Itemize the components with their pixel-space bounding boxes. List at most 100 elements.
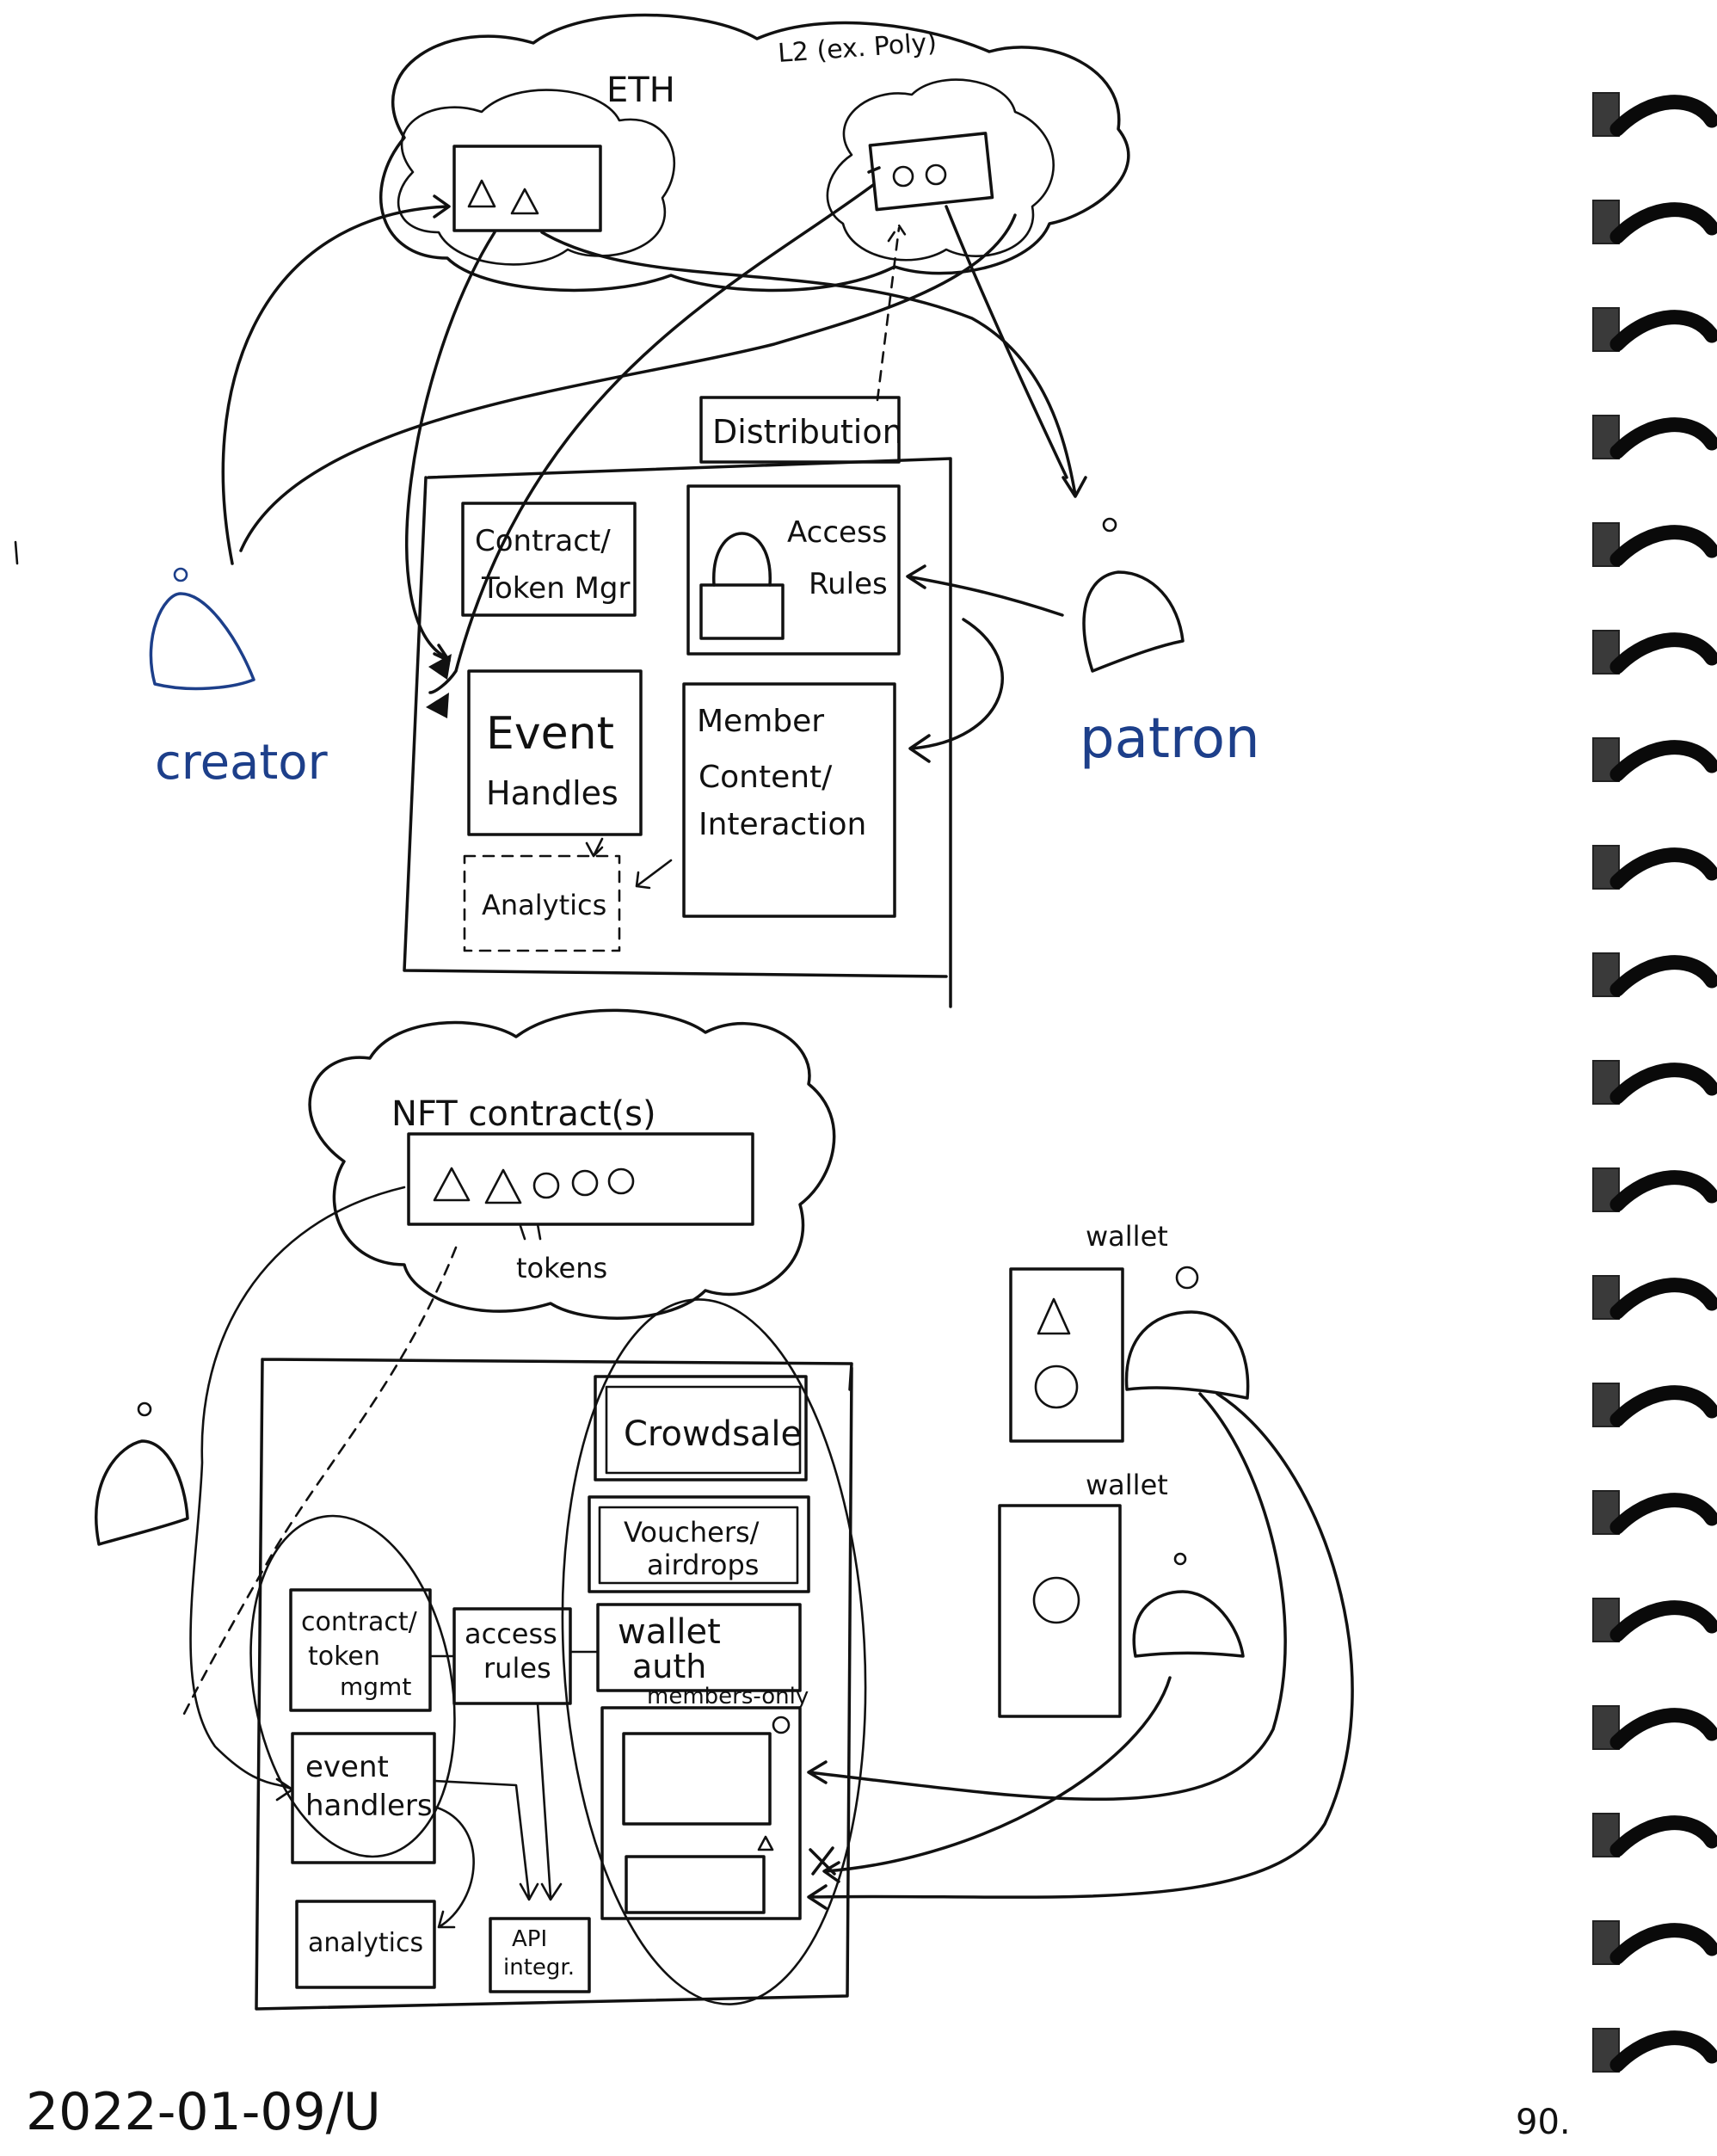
holder2-to-members-arrow: [822, 1676, 1172, 1883]
wallet1-box: [1009, 1267, 1124, 1443]
nft-token-box: [407, 1132, 754, 1226]
eth-cloud: [397, 89, 676, 266]
page-number: 90.: [1516, 2103, 1571, 2142]
arrow-event-to-analytics: [585, 837, 604, 858]
arrowhead: [426, 693, 449, 718]
triangle-token-icon: [1037, 1297, 1071, 1335]
platform-box-top: [403, 457, 952, 1008]
analytics-box: [463, 854, 621, 952]
creator-head: [173, 567, 188, 582]
access-rules-line2: Rules: [809, 567, 888, 601]
holder-body: [1124, 1310, 1250, 1400]
l2-to-patron-arrow: [945, 205, 1068, 479]
crowdsale-box: [594, 1375, 808, 1481]
api-line2: integr.: [503, 1955, 575, 1980]
circle-token-icon: [1034, 1364, 1079, 1409]
circle-token-icon: [571, 1169, 599, 1197]
contract-token-mgmt-box: [289, 1588, 432, 1712]
wallet-auth-line2: auth: [632, 1648, 706, 1685]
contract-token-mgr-box: [461, 502, 637, 617]
user-head: [137, 1401, 152, 1417]
member-content-box: [682, 682, 896, 918]
date-label: 2022-01-09/U: [26, 2082, 381, 2142]
wallet2-label: wallet: [1086, 1469, 1168, 1501]
patron-to-access-arrow: [906, 564, 1064, 617]
triangle-token-icon: [467, 179, 496, 208]
holder-head: [1173, 1552, 1187, 1566]
event-to-analytics-arrow: [433, 1805, 475, 1929]
eth-to-patron-arrow: [540, 231, 1087, 498]
tokens-pointer: [519, 1223, 542, 1241]
event-handlers-bottom-line2: handlers: [305, 1789, 433, 1823]
arrow-member-to-analytics: [635, 859, 673, 890]
distribution-label: Distribution: [712, 413, 903, 451]
access-rules-bottom-line2: rules: [483, 1652, 551, 1685]
api-line1: API: [512, 1926, 547, 1952]
members-only-box: [600, 1706, 802, 1920]
group-ellipse-left: [249, 1514, 456, 1858]
analytics-bottom-label: analytics: [308, 1928, 423, 1958]
nft-to-event-curve: [189, 1186, 406, 1802]
creator-label: creator: [155, 735, 329, 791]
l2-label: L2 (ex. Poly): [777, 28, 938, 69]
holder-head: [1175, 1266, 1199, 1290]
crowdsale-label: Crowdsale: [624, 1414, 802, 1454]
analytics-label: Analytics: [482, 889, 606, 921]
contract-token-mgmt-line2: token: [308, 1642, 380, 1672]
blocked-cross: [809, 1846, 836, 1876]
patron-head: [1102, 517, 1117, 533]
event-handlers-line2: Handles: [486, 774, 618, 812]
event-handlers-line1: Event: [486, 708, 614, 760]
api-integr-box: [489, 1917, 591, 1993]
group-ellipse-right: [561, 1298, 867, 2005]
tokens-label: tokens: [516, 1252, 607, 1284]
margin-mark: [14, 540, 19, 565]
triangle-token-icon: [510, 188, 539, 215]
member-content-line2: Content/: [698, 760, 833, 795]
eth-token-box: [452, 145, 602, 232]
wallet2-box: [998, 1504, 1122, 1718]
wallet-auth-box: [596, 1603, 802, 1692]
nft-to-platform-dashed: [179, 1246, 458, 1722]
holder-to-members-arrow: [807, 1392, 1354, 1910]
patron-label: patron: [1080, 707, 1260, 771]
triangle-token-icon: [484, 1168, 522, 1204]
holder-body: [1132, 1590, 1245, 1658]
access-to-member-arrow: [908, 618, 1004, 763]
circle-token-icon: [892, 165, 914, 188]
vouchers-inner-box: [598, 1506, 799, 1585]
l2-cloud: [826, 78, 1055, 262]
spiral-binding: [1592, 92, 1717, 2073]
circle-token-icon: [925, 163, 947, 186]
access-rules-line1: Access: [787, 515, 887, 550]
nft-cloud: [308, 1008, 836, 1320]
access-rules-bottom-line1: access: [465, 1617, 557, 1650]
event-handlers-box: [467, 669, 643, 836]
circle-token-icon: [532, 1172, 560, 1199]
vouchers-line1: Vouchers/: [624, 1516, 760, 1549]
vouchers-box: [588, 1495, 810, 1593]
distribution-to-l2-dashed: [876, 224, 911, 402]
member-content-line1: Member: [697, 704, 824, 739]
crowdsale-inner-box: [605, 1385, 802, 1475]
circle-token-icon: [772, 1716, 791, 1734]
l2-token-box: [868, 132, 994, 212]
l2-to-event-arrow: [428, 183, 875, 694]
circle-token-icon: [1032, 1576, 1080, 1624]
lock-icon: [712, 532, 772, 587]
analytics-box-bottom: [295, 1900, 436, 1989]
contract-token-mgr-line1: Contract/: [475, 524, 611, 558]
event-handlers-box-bottom: [291, 1732, 436, 1864]
event-to-api-arrow: [433, 1779, 539, 1901]
member-content-slot: [625, 1855, 766, 1914]
platform-box-bottom: [255, 1358, 853, 2011]
contract-token-mgr-line2: Token Mgr: [481, 571, 630, 606]
distribution-box: [699, 396, 901, 464]
user-body: [94, 1439, 189, 1546]
member-content-line3: Interaction: [698, 807, 866, 842]
outer-cloud: [379, 13, 1130, 293]
access-rules-box: [686, 484, 901, 656]
circle-token-icon: [607, 1167, 635, 1195]
vouchers-line2: airdrops: [647, 1549, 759, 1581]
